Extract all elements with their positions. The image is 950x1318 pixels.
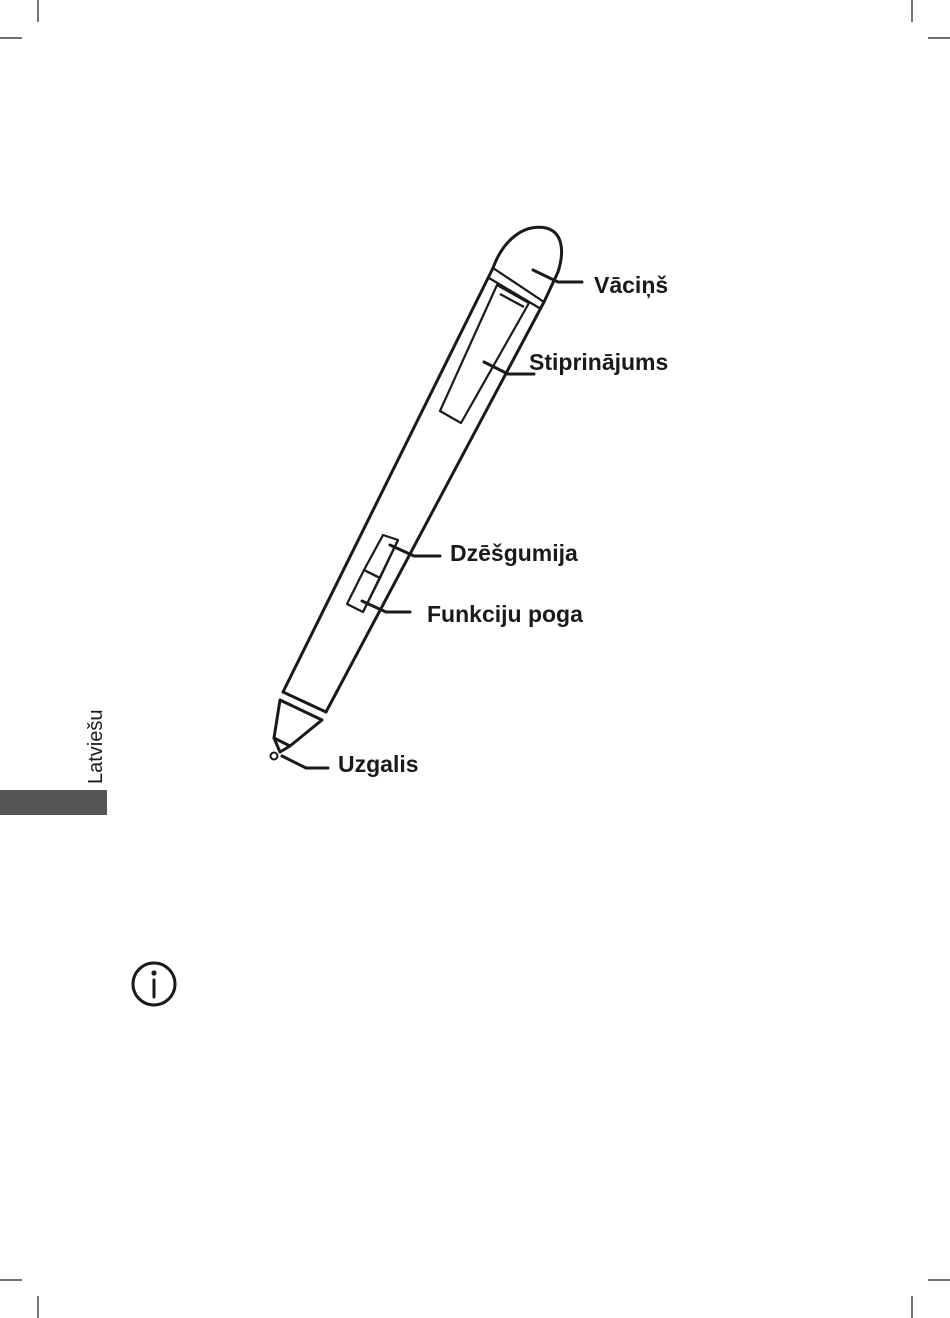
pen-body-left <box>283 268 493 692</box>
pen-nib <box>274 738 290 752</box>
leader-tip <box>282 756 328 768</box>
info-icon <box>133 963 175 1005</box>
pen-illustration <box>271 227 562 759</box>
label-function-button: Funkciju poga <box>427 601 583 627</box>
side-tab-text: Latviešu <box>85 710 107 785</box>
pen-body-right <box>326 302 544 712</box>
label-eraser: Dzēšgumija <box>450 540 578 566</box>
leader-lines <box>282 270 582 768</box>
label-tip: Uzgalis <box>338 751 419 777</box>
language-side-tab: Latviešu <box>0 710 107 816</box>
label-clip: Stiprinājums <box>529 349 668 375</box>
pen-button-edge <box>363 540 398 612</box>
leader-function <box>362 601 410 612</box>
pen-tip-cone <box>274 692 326 746</box>
side-tab-bar <box>0 790 107 815</box>
label-cap: Vāciņš <box>594 272 668 298</box>
pen-nib-point <box>271 753 278 760</box>
